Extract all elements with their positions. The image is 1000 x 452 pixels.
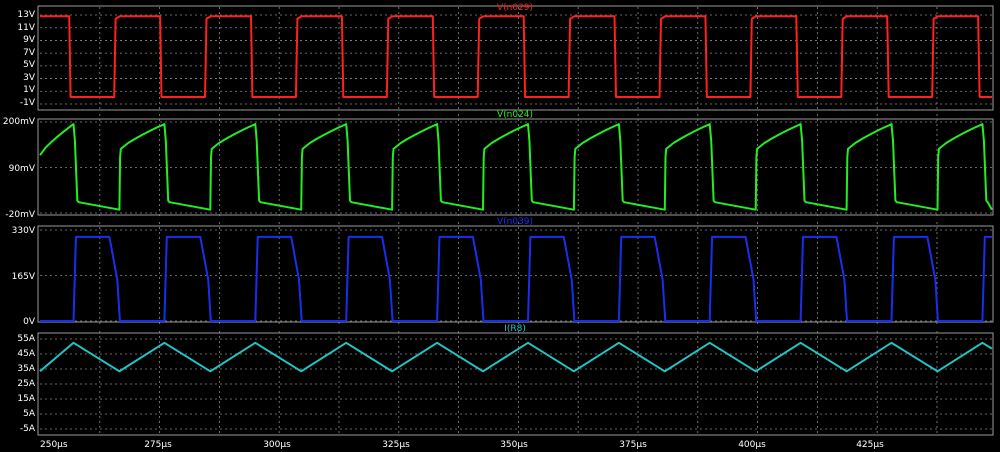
pane-frame: [37, 5, 994, 111]
pane-frame: [37, 332, 994, 436]
trace-i-r8[interactable]: [39, 341, 993, 373]
pane-v-n029[interactable]: V(n029) 13V 11V 9V 7V 5V 3V 1V -1V: [17, 3, 994, 111]
x-tick-label: 325µs: [382, 440, 410, 450]
trace-title-i-r8[interactable]: I(R8): [504, 324, 526, 334]
pane-frame: [37, 118, 994, 216]
y-tick-label: 11V: [17, 23, 35, 33]
y-tick-label: 165V: [12, 272, 36, 282]
y-tick-label: 5A: [23, 409, 36, 419]
x-tick-label: 300µs: [263, 440, 291, 450]
trace-title-v-n024[interactable]: V(n024): [497, 110, 533, 120]
trace-v-n039[interactable]: [40, 235, 992, 322]
y-tick-label: 3V: [23, 73, 36, 83]
y-tick-label: 0V: [23, 317, 36, 327]
y-tick-label: 35A: [17, 364, 35, 374]
trace-title-v-n029[interactable]: V(n029): [497, 3, 533, 13]
y-tick-label: 15A: [17, 394, 35, 404]
y-tick-label: 25A: [17, 379, 35, 389]
y-tick-label: 5V: [23, 60, 36, 70]
y-tick-label: -1V: [20, 98, 36, 108]
x-tick-label: 350µs: [500, 440, 528, 450]
x-tick-label: 275µs: [144, 440, 172, 450]
pane-v-n039[interactable]: V(n039) 330V 165V 0V: [12, 217, 994, 327]
pane-v-n024[interactable]: V(n024) 200mV 90mV -20mV: [3, 110, 994, 220]
trace-v-n029[interactable]: [40, 15, 992, 98]
y-tick-label: 9V: [23, 35, 36, 45]
y-tick-label: -5A: [20, 424, 36, 434]
y-tick-label: 13V: [17, 10, 35, 20]
x-tick-label: 375µs: [619, 440, 647, 450]
y-tick-label: 1V: [23, 85, 36, 95]
y-tick-label: 45A: [17, 349, 35, 359]
x-axis: 250µs 275µs 300µs 325µs 350µs 375µs 400µ…: [40, 440, 884, 450]
y-tick-label: 200mV: [3, 117, 36, 127]
y-tick-label: -20mV: [5, 210, 35, 220]
pane-i-r8[interactable]: I(R8) 55A 45A 35A 25A 15A 5A -5A: [17, 324, 994, 436]
y-tick-label: 7V: [23, 48, 36, 58]
trace-title-v-n039[interactable]: V(n039): [497, 217, 533, 227]
x-tick-label: 250µs: [40, 440, 68, 450]
x-tick-label: 425µs: [856, 440, 884, 450]
y-tick-label: 55A: [17, 334, 35, 344]
y-tick-label: 330V: [12, 226, 36, 236]
y-tick-label: 90mV: [9, 164, 36, 174]
trace-v-n024[interactable]: [39, 123, 993, 211]
x-tick-label: 400µs: [738, 440, 766, 450]
